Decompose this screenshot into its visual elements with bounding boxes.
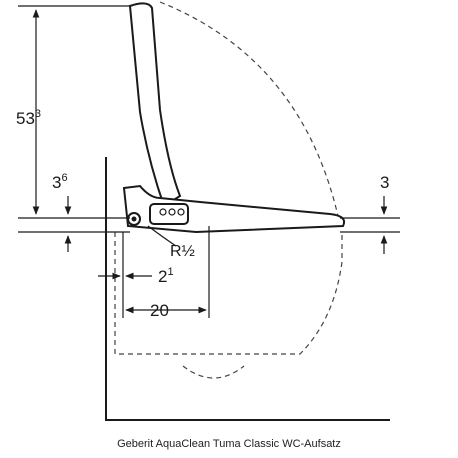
- right-offset-label: 3: [380, 173, 389, 192]
- raised-lid: [128, 2, 182, 208]
- seat-unit: [122, 184, 346, 234]
- wall-floor-outline: [105, 157, 390, 421]
- control-panel: [159, 208, 185, 216]
- caption: Geberit AquaClean Tuma Classic WC-Aufsat…: [117, 438, 341, 450]
- height-label: 533: [16, 108, 41, 128]
- water-connection: [127, 212, 141, 226]
- dimension-labels: 533 36 3 R½ 21 20: [16, 108, 389, 320]
- dimension-lines: [18, 5, 400, 318]
- wall-distance-label: 20: [150, 301, 169, 320]
- left-offset-label: 36: [52, 172, 68, 192]
- pipe-offset-label: 21: [158, 266, 174, 286]
- pipe-thread-label: R½: [170, 243, 195, 260]
- toilet-bowl-outline: [114, 1, 343, 379]
